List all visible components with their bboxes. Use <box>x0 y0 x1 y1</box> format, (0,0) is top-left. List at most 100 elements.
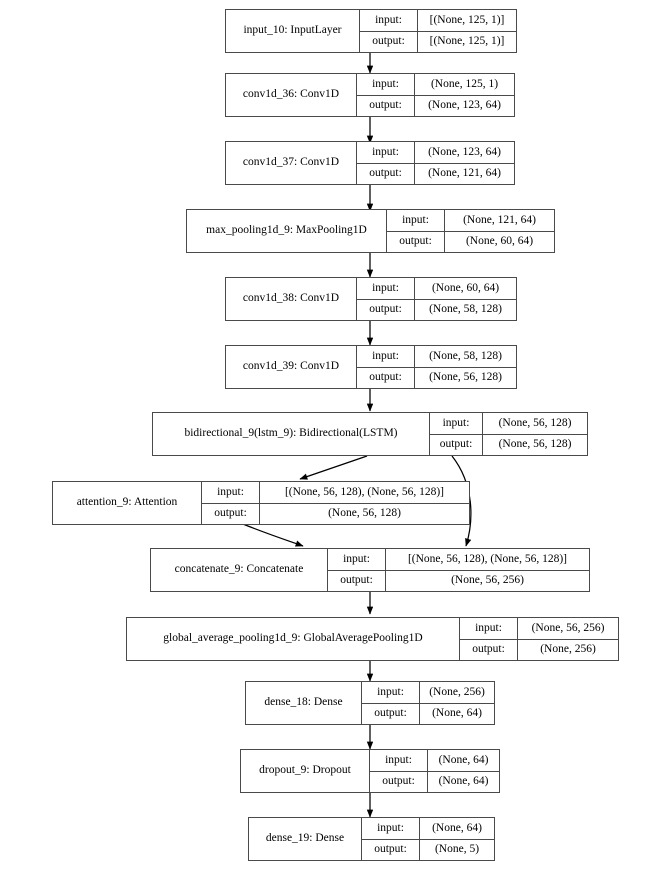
node-io-table: input: (None, 64) output: (None, 64) <box>369 750 499 792</box>
io-output-value: (None, 58, 128) <box>414 299 516 320</box>
node-label: dense_18: Dense <box>264 696 343 709</box>
io-output-label: output: <box>374 707 407 719</box>
io-input-label: input: <box>372 145 399 158</box>
node-max_pooling1d_9[interactable]: max_pooling1d_9: MaxPooling1D input: (No… <box>186 209 555 253</box>
node-label: bidirectional_9(lstm_9): Bidirectional(L… <box>184 427 398 440</box>
io-output-label: output: <box>369 99 402 111</box>
io-row-output: output: (None, 58, 128) <box>357 299 516 320</box>
io-input-value: [(None, 125, 1)] <box>417 10 516 31</box>
node-io-table: input: (None, 64) output: (None, 5) <box>361 818 494 860</box>
io-row-output: output: (None, 60, 64) <box>387 231 554 252</box>
node-conv1d_36[interactable]: conv1d_36: Conv1D input: (None, 125, 1) … <box>225 73 515 117</box>
io-input-value: (None, 121, 64) <box>444 210 554 231</box>
node-label: global_average_pooling1d_9: GlobalAverag… <box>163 632 423 645</box>
io-output-label: output: <box>214 507 247 519</box>
node-label: conv1d_39: Conv1D <box>242 360 340 373</box>
io-input-label: input: <box>402 213 429 226</box>
io-row-input: input: (None, 256) <box>362 682 494 704</box>
io-input-value: [(None, 56, 128), (None, 56, 128)] <box>385 549 589 570</box>
node-label: concatenate_9: Concatenate <box>174 563 304 576</box>
io-row-output: output: (None, 56, 128) <box>357 367 516 388</box>
io-input-value: (None, 64) <box>419 818 494 839</box>
io-input-value: [(None, 56, 128), (None, 56, 128)] <box>259 482 469 503</box>
io-row-input: input: (None, 121, 64) <box>387 210 554 232</box>
io-output-label: output: <box>439 438 473 450</box>
io-input-label: input: <box>372 77 399 90</box>
io-input-value: (None, 256) <box>419 682 494 703</box>
io-output-value: [(None, 125, 1)] <box>417 31 516 52</box>
io-output-value: (None, 121, 64) <box>414 163 514 184</box>
io-output-label: output: <box>382 775 415 787</box>
node-conv1d_39[interactable]: conv1d_39: Conv1D input: (None, 58, 128)… <box>225 345 517 389</box>
node-concatenate_9[interactable]: concatenate_9: Concatenate input: [(None… <box>150 548 590 592</box>
io-row-input: input: (None, 123, 64) <box>357 142 514 164</box>
io-row-input: input: (None, 64) <box>370 750 499 772</box>
io-input-value: (None, 56, 256) <box>517 618 618 639</box>
io-row-input: input: [(None, 125, 1)] <box>360 10 516 32</box>
io-input-label: input: <box>377 821 404 834</box>
io-row-input: input: (None, 125, 1) <box>357 74 514 96</box>
io-row-input: input: (None, 64) <box>362 818 494 840</box>
edge-bidirectional-attention <box>299 455 368 480</box>
node-io-table: input: (None, 256) output: (None, 64) <box>361 682 494 724</box>
io-row-output: output: [(None, 125, 1)] <box>360 31 516 52</box>
io-row-input: input: [(None, 56, 128), (None, 56, 128)… <box>328 549 589 571</box>
io-output-value: (None, 64) <box>419 703 494 724</box>
io-output-label: output: <box>372 35 405 47</box>
node-input_10[interactable]: input_10: InputLayer input: [(None, 125,… <box>225 9 517 53</box>
node-io-table: input: (None, 60, 64) output: (None, 58,… <box>356 278 516 320</box>
io-row-output: output: (None, 64) <box>362 703 494 724</box>
io-row-input: input: (None, 56, 128) <box>430 413 587 435</box>
node-io-table: input: [(None, 56, 128), (None, 56, 128)… <box>201 482 469 524</box>
node-io-table: input: (None, 125, 1) output: (None, 123… <box>356 74 514 116</box>
io-row-output: output: (None, 56, 256) <box>328 570 589 591</box>
node-label: dropout_9: Dropout <box>259 764 351 777</box>
node-bidirectional_9[interactable]: bidirectional_9(lstm_9): Bidirectional(L… <box>152 412 588 456</box>
node-label: conv1d_38: Conv1D <box>242 292 340 305</box>
node-conv1d_38[interactable]: conv1d_38: Conv1D input: (None, 60, 64) … <box>225 277 517 321</box>
io-output-label: output: <box>369 303 402 315</box>
node-dense_18[interactable]: dense_18: Dense input: (None, 256) outpu… <box>245 681 495 725</box>
io-input-value: (None, 123, 64) <box>414 142 514 163</box>
io-input-label: input: <box>475 621 502 634</box>
io-row-input: input: (None, 56, 256) <box>460 618 618 640</box>
io-output-label: output: <box>369 167 402 179</box>
io-input-label: input: <box>343 552 370 565</box>
io-output-value: (None, 64) <box>427 771 499 792</box>
io-input-label: input: <box>217 485 244 498</box>
io-input-value: (None, 58, 128) <box>414 346 516 367</box>
node-io-table: input: [(None, 56, 128), (None, 56, 128)… <box>327 549 589 591</box>
io-output-value: (None, 56, 256) <box>385 570 589 591</box>
node-attention_9[interactable]: attention_9: Attention input: [(None, 56… <box>52 481 470 525</box>
io-row-output: output: (None, 5) <box>362 839 494 860</box>
io-row-output: output: (None, 256) <box>460 639 618 660</box>
node-io-table: input: (None, 121, 64) output: (None, 60… <box>386 210 554 252</box>
node-global_average_pooling1d_9[interactable]: global_average_pooling1d_9: GlobalAverag… <box>126 617 619 661</box>
io-output-value: (None, 56, 128) <box>482 434 587 455</box>
io-row-output: output: (None, 123, 64) <box>357 95 514 116</box>
io-row-output: output: (None, 64) <box>370 771 499 792</box>
io-output-label: output: <box>399 235 432 247</box>
node-dropout_9[interactable]: dropout_9: Dropout input: (None, 64) out… <box>240 749 500 793</box>
io-output-label: output: <box>340 574 373 586</box>
io-output-label: output: <box>472 643 505 655</box>
node-label: conv1d_37: Conv1D <box>242 156 340 169</box>
node-io-table: input: (None, 56, 128) output: (None, 56… <box>429 413 587 455</box>
io-output-value: (None, 60, 64) <box>444 231 554 252</box>
io-output-label: output: <box>369 371 402 383</box>
io-input-label: input: <box>375 13 402 26</box>
node-label: attention_9: Attention <box>76 496 178 509</box>
edge-attention-concatenate <box>237 521 304 547</box>
io-input-value: (None, 64) <box>427 750 499 771</box>
node-dense_19[interactable]: dense_19: Dense input: (None, 64) output… <box>248 817 495 861</box>
io-output-value: (None, 56, 128) <box>259 503 469 524</box>
node-conv1d_37[interactable]: conv1d_37: Conv1D input: (None, 123, 64)… <box>225 141 515 185</box>
io-output-value: (None, 56, 128) <box>414 367 516 388</box>
io-input-value: (None, 60, 64) <box>414 278 516 299</box>
io-row-input: input: (None, 60, 64) <box>357 278 516 300</box>
io-row-output: output: (None, 56, 128) <box>430 434 587 455</box>
io-input-label: input: <box>385 753 412 766</box>
io-output-label: output: <box>374 843 407 855</box>
io-input-label: input: <box>372 281 399 294</box>
